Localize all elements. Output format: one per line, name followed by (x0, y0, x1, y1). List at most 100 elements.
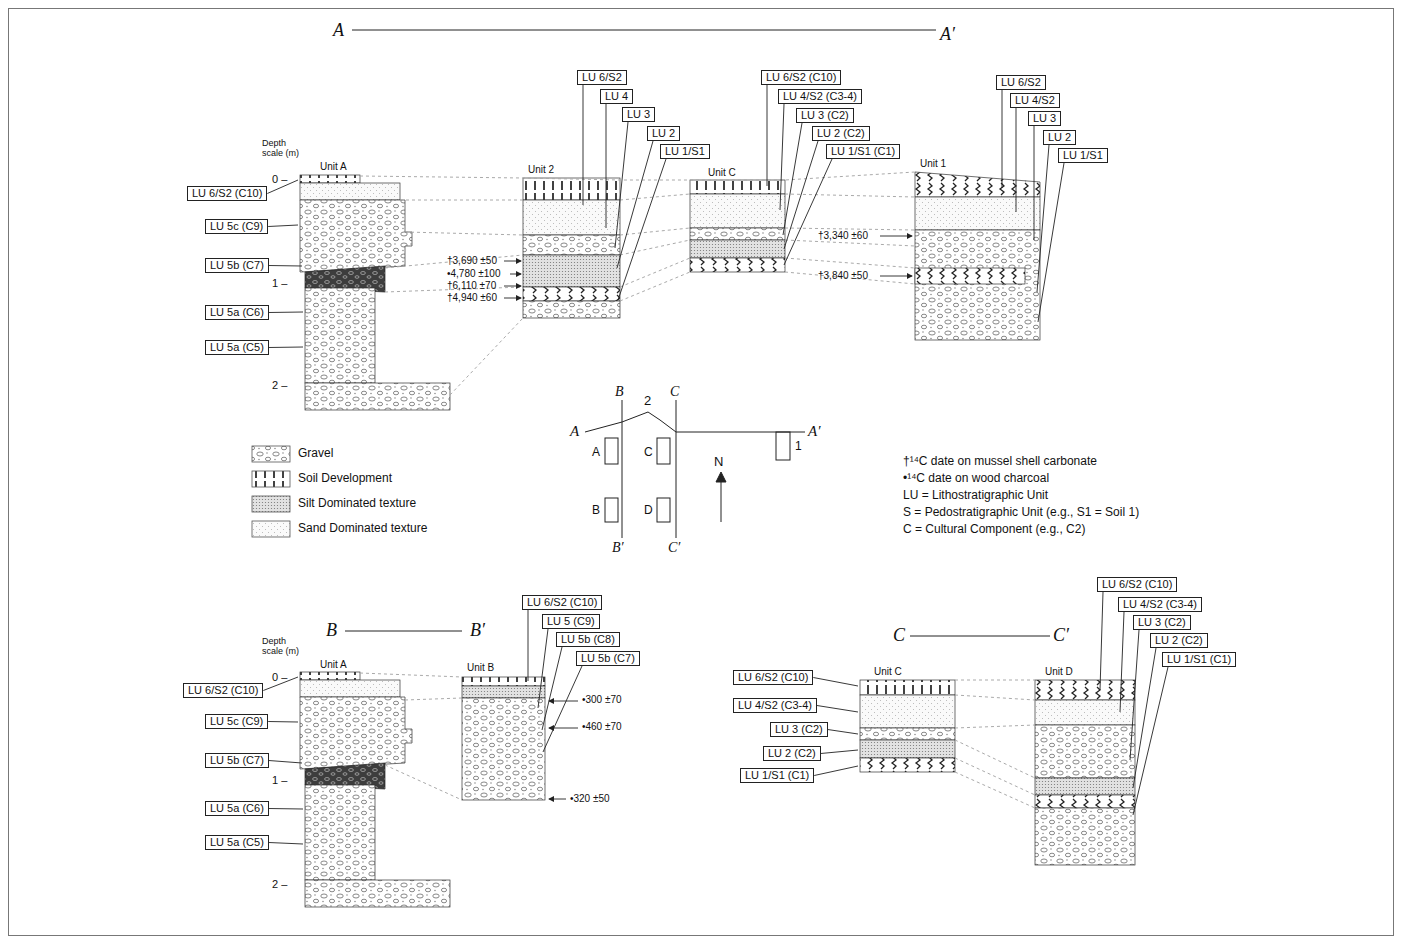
leader-line (1130, 630, 1139, 760)
annotation-text: †6,110 ±70 (447, 280, 496, 292)
annotation-text: Unit 1 (920, 158, 946, 170)
unit-label: LU 4 (605, 90, 628, 102)
unit-label: LU 4/S2 (C3-4) (738, 699, 812, 711)
leader-line (813, 678, 858, 687)
unit-label: LU 4/S2 (C3-4) (783, 90, 857, 102)
leader-line (821, 750, 858, 754)
unit-label: LU 1/S1 (C1) (831, 145, 895, 157)
leader-line (268, 225, 298, 227)
unit-label: LU 1/S1 (C1) (745, 769, 809, 781)
legend-text: Soil Development (298, 472, 392, 486)
unit-label-box: LU 5a (C5) (205, 835, 269, 850)
annotation-text: 0 – (272, 173, 287, 186)
annotation-text: B (326, 620, 337, 641)
leader-line (1037, 145, 1049, 292)
annotation-text: †4,940 ±60 (447, 292, 497, 304)
unit-label-box: LU 4/S2 (C3-4) (733, 698, 817, 713)
unit-label-box: LU 5a (C6) (205, 305, 269, 320)
unit-label-box: LU 3 (C2) (770, 722, 828, 737)
annotation-text: C = Cultural Component (e.g., C2) (903, 523, 1085, 537)
unit-label-box: LU 6/S2 (C10) (187, 186, 267, 201)
unit-label: LU 5b (C7) (581, 652, 635, 664)
unit-label: LU 6/S2 (C10) (527, 596, 597, 608)
annotation-text: S = Pedostratigraphic Unit (e.g., S1 = S… (903, 506, 1139, 520)
unit-label: LU 6/S2 (C10) (1102, 578, 1172, 590)
unit-label-box: LU 3 (C2) (1133, 615, 1191, 630)
unit-label: LU 5b (C7) (210, 259, 264, 271)
annotation-text: A (592, 446, 600, 460)
unit-label: LU 6/S2 (C10) (192, 187, 262, 199)
annotation-text: •320 ±50 (570, 793, 610, 805)
leader-line (814, 766, 858, 776)
leader-line (1120, 612, 1124, 712)
annotation-text: B′ (612, 540, 624, 556)
unit-label-box: LU 6/S2 (C10) (1097, 577, 1177, 592)
unit-label-box: LU 4/S2 (1010, 93, 1060, 108)
leader-line (269, 761, 302, 764)
unit-label-box: LU 3 (622, 107, 655, 122)
leader-line (618, 159, 666, 300)
unit-label: LU 2 (C2) (768, 747, 816, 759)
unit-label-box: LU 5b (C8) (556, 632, 620, 647)
unit-label-box: LU 6/S2 (C10) (761, 70, 841, 85)
unit-label: LU 1/S1 (1063, 149, 1103, 161)
leader-line (269, 808, 303, 810)
unit-label: LU 2 (1048, 131, 1071, 143)
unit-label-box: LU 4/S2 (C3-4) (1118, 597, 1202, 612)
unit-label-box: LU 5a (C5) (205, 340, 269, 355)
leader-line (828, 730, 858, 735)
unit-label: LU 4/S2 (C3-4) (1123, 598, 1197, 610)
annotation-text: 0 – (272, 671, 287, 684)
leader-line (783, 123, 802, 235)
unit-label: LU 3 (627, 108, 650, 120)
annotation-text: Unit C (708, 167, 736, 179)
leader-line (269, 312, 303, 314)
annotation-text: B′ (470, 620, 485, 641)
annotation-text: 1 – (272, 277, 287, 290)
unit-label-box: LU 3 (C2) (796, 108, 854, 123)
annotation-text: C (893, 625, 905, 646)
annotation-text: A′ (808, 423, 820, 440)
leader-line (583, 85, 584, 205)
unit-label-box: LU 1/S1 (660, 144, 710, 159)
leader-line (784, 141, 818, 249)
annotation-text: D (644, 504, 653, 518)
leader-line (615, 122, 628, 248)
unit-label-box: LU 6/S2 (996, 75, 1046, 90)
unit-label-box: LU 6/S2 (C10) (733, 670, 813, 685)
annotation-text: †3,840 ±50 (818, 270, 868, 282)
unit-label: LU 3 (C2) (1138, 616, 1186, 628)
unit-label-box: LU 2 (1043, 130, 1076, 145)
annotation-text: †3,690 ±50 (447, 255, 497, 267)
annotation-text: •4,780 ±100 (447, 268, 500, 280)
unit-label-box: LU 2 (647, 126, 680, 141)
unit-label-box: LU 5b (C7) (576, 651, 640, 666)
annotation-text: 1 – (272, 774, 287, 787)
unit-label: LU 5c (C9) (210, 220, 263, 232)
unit-label: LU 3 (C2) (801, 109, 849, 121)
annotation-text: †¹⁴C date on mussel shell carbonate (903, 455, 1097, 469)
leader-line (1002, 90, 1003, 188)
annotation-text: A (333, 20, 344, 41)
leader-line (538, 629, 548, 708)
unit-label-box: LU 4 (600, 89, 633, 104)
annotation-text: •300 ±70 (582, 694, 622, 706)
leader-line (269, 347, 303, 349)
leader-line (268, 721, 298, 723)
unit-label-box: LU 6/S2 (C10) (183, 683, 263, 698)
annotation-text: LU = Lithostratigraphic Unit (903, 489, 1048, 503)
leader-line (1100, 592, 1103, 690)
annotation-text: 2 – (272, 379, 287, 392)
leader-line (1016, 108, 1017, 212)
annotation-text: Depth scale (m) (262, 636, 306, 657)
annotation-text: 1 (795, 440, 802, 454)
unit-label: LU 2 (652, 127, 675, 139)
unit-label: LU 2 (C2) (817, 127, 865, 139)
unit-label: LU 4/S2 (1015, 94, 1055, 106)
unit-label-box: LU 2 (C2) (1150, 633, 1208, 648)
unit-label: LU 3 (C2) (775, 723, 823, 735)
unit-label-box: LU 1/S1 (C1) (826, 144, 900, 159)
unit-label-box: LU 1/S1 (C1) (740, 768, 814, 783)
leader-line (269, 265, 302, 267)
leader-line (767, 85, 768, 186)
